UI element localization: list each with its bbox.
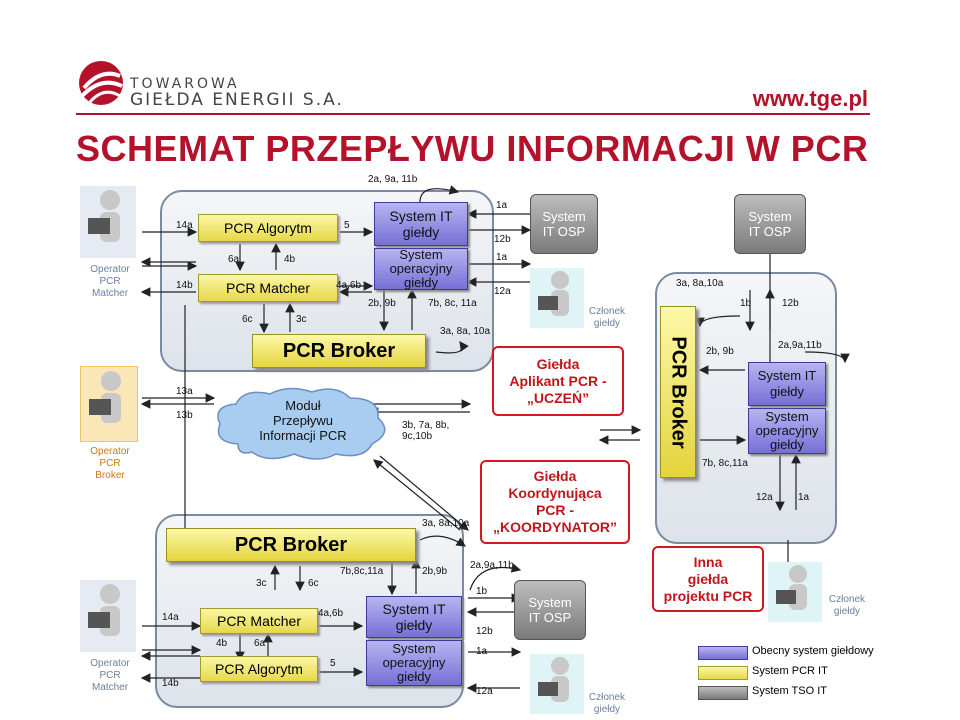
logo-line1: TOWAROWA [130, 76, 240, 92]
flow-label: 1a [476, 646, 488, 657]
flow-label: 3b, 7a, 8b, 9c,10b [402, 420, 450, 442]
flow-label: 2b, 9b [368, 298, 396, 309]
flow-label: 4a,6b [336, 280, 362, 291]
flow-label: 2a, 9a, 11b [368, 174, 418, 185]
flow-label: 6a [254, 638, 266, 649]
operator-matcher-top-caption: Operator PCR Matcher [90, 264, 130, 299]
pcr-algorytm-bottom: PCR Algorytm [200, 656, 318, 682]
operator-matcher-top-figure [80, 186, 136, 258]
pcr-matcher-bottom: PCR Matcher [200, 608, 318, 634]
legend-label-exchange: Obecny system giełdowy [752, 645, 874, 657]
operator-broker-caption: Operator PCR Broker [90, 446, 130, 481]
legend-swatch-pcr [698, 666, 748, 680]
flow-label: 14a [176, 220, 193, 231]
flow-label: 12a [476, 686, 493, 697]
flow-label: 13b [176, 410, 193, 421]
member-3-figure [530, 654, 584, 714]
flow-label: 7b,8c,11a [340, 566, 384, 577]
flow-label: 7b, 8c,11a [702, 458, 748, 469]
flow-label: 7b, 8c, 11a [428, 298, 477, 309]
flow-label: 4b [284, 254, 296, 265]
flow-label: 6c [308, 578, 319, 589]
flow-label: 14b [162, 678, 179, 689]
tge-logo [76, 58, 126, 108]
flow-label: 14b [176, 280, 193, 291]
system-oper-right: System operacyjny giełdy [748, 408, 826, 454]
site-url[interactable]: www.tge.pl [752, 86, 868, 111]
osp-box-2: System IT OSP [734, 194, 806, 254]
operator-matcher-bottom-caption: Operator PCR Matcher [90, 658, 130, 693]
flow-label: 3a, 8a, 10a [440, 326, 491, 337]
flow-label: 14a [162, 612, 179, 623]
cloud-shape [208, 384, 394, 462]
legend-swatch-exchange [698, 646, 748, 660]
osp-box-1: System IT OSP [530, 194, 598, 254]
inna-gielda-box: Inna giełda projektu PCR [652, 546, 764, 612]
header-divider [76, 113, 870, 115]
flow-label: 2b,9b [422, 566, 448, 577]
logo-line2: GIEŁDA ENERGII S.A. [130, 90, 344, 110]
member-1-figure [530, 268, 584, 328]
flow-label: 12b [782, 298, 799, 309]
koordynator-box: Giełda Koordynująca PCR - „KOORDYNATOR” [480, 460, 630, 544]
flow-label: 6c [242, 314, 253, 325]
member-2-caption: Członek giełdy [828, 594, 866, 617]
pcr-algorytm-top: PCR Algorytm [198, 214, 338, 242]
flow-label: 12b [494, 234, 511, 245]
flow-label: 1b [476, 586, 488, 597]
flow-label: 6a [228, 254, 240, 265]
legend-swatch-tso [698, 686, 748, 700]
flow-label: 12a [494, 286, 511, 297]
member-3-caption: Członek giełdy [588, 692, 626, 715]
pcr-broker-right-label: PCR Broker [667, 335, 690, 449]
flow-label: 3c [296, 314, 307, 325]
system-it-bottom: System IT giełdy [366, 596, 462, 638]
pcr-broker-right: PCR Broker [660, 306, 696, 478]
system-it-right: System IT giełdy [748, 362, 826, 406]
system-oper-bottom: System operacyjny giełdy [366, 640, 462, 686]
legend-label-tso: System TSO IT [752, 685, 827, 697]
flow-label: 13a [176, 386, 193, 397]
flow-label: 1a [496, 252, 508, 263]
flow-label: 5 [344, 220, 350, 231]
flow-label: 1a [496, 200, 508, 211]
pcr-matcher-top: PCR Matcher [198, 274, 338, 302]
operator-matcher-bottom-figure [80, 580, 136, 652]
osp-box-3: System IT OSP [514, 580, 586, 640]
pcr-broker-bottom: PCR Broker [166, 528, 416, 562]
uczen-box: Giełda Aplikant PCR - „UCZEŃ” [492, 346, 624, 416]
flow-label: 3a, 8a,10a [422, 518, 470, 529]
flow-label: 3c [256, 578, 267, 589]
page-title: SCHEMAT PRZEPŁYWU INFORMACJI W PCR [76, 128, 869, 169]
flow-label: 12b [476, 626, 493, 637]
flow-label: 2b, 9b [706, 346, 734, 357]
flow-label: 5 [330, 658, 336, 669]
flow-label: 2a,9a,11b [470, 560, 514, 571]
flow-label: 12a [756, 492, 773, 503]
flow-label: 4b [216, 638, 228, 649]
system-it-top: System IT giełdy [374, 202, 468, 246]
legend-label-pcr: System PCR IT [752, 665, 828, 677]
flow-label: 3a, 8a,10a [676, 278, 724, 289]
flow-label: 1a [798, 492, 810, 503]
member-1-caption: Członek giełdy [588, 306, 626, 329]
flow-label: 4a,6b [318, 608, 344, 619]
operator-broker-figure [80, 366, 138, 442]
system-oper-top: System operacyjny giełdy [374, 248, 468, 290]
member-2-figure [768, 562, 822, 622]
cloud-label: Moduł Przepływu Informacji PCR [259, 398, 347, 443]
flow-label: 2a,9a,11b [778, 340, 822, 351]
flow-label: 1b [740, 298, 752, 309]
pcr-broker-top: PCR Broker [252, 334, 426, 368]
